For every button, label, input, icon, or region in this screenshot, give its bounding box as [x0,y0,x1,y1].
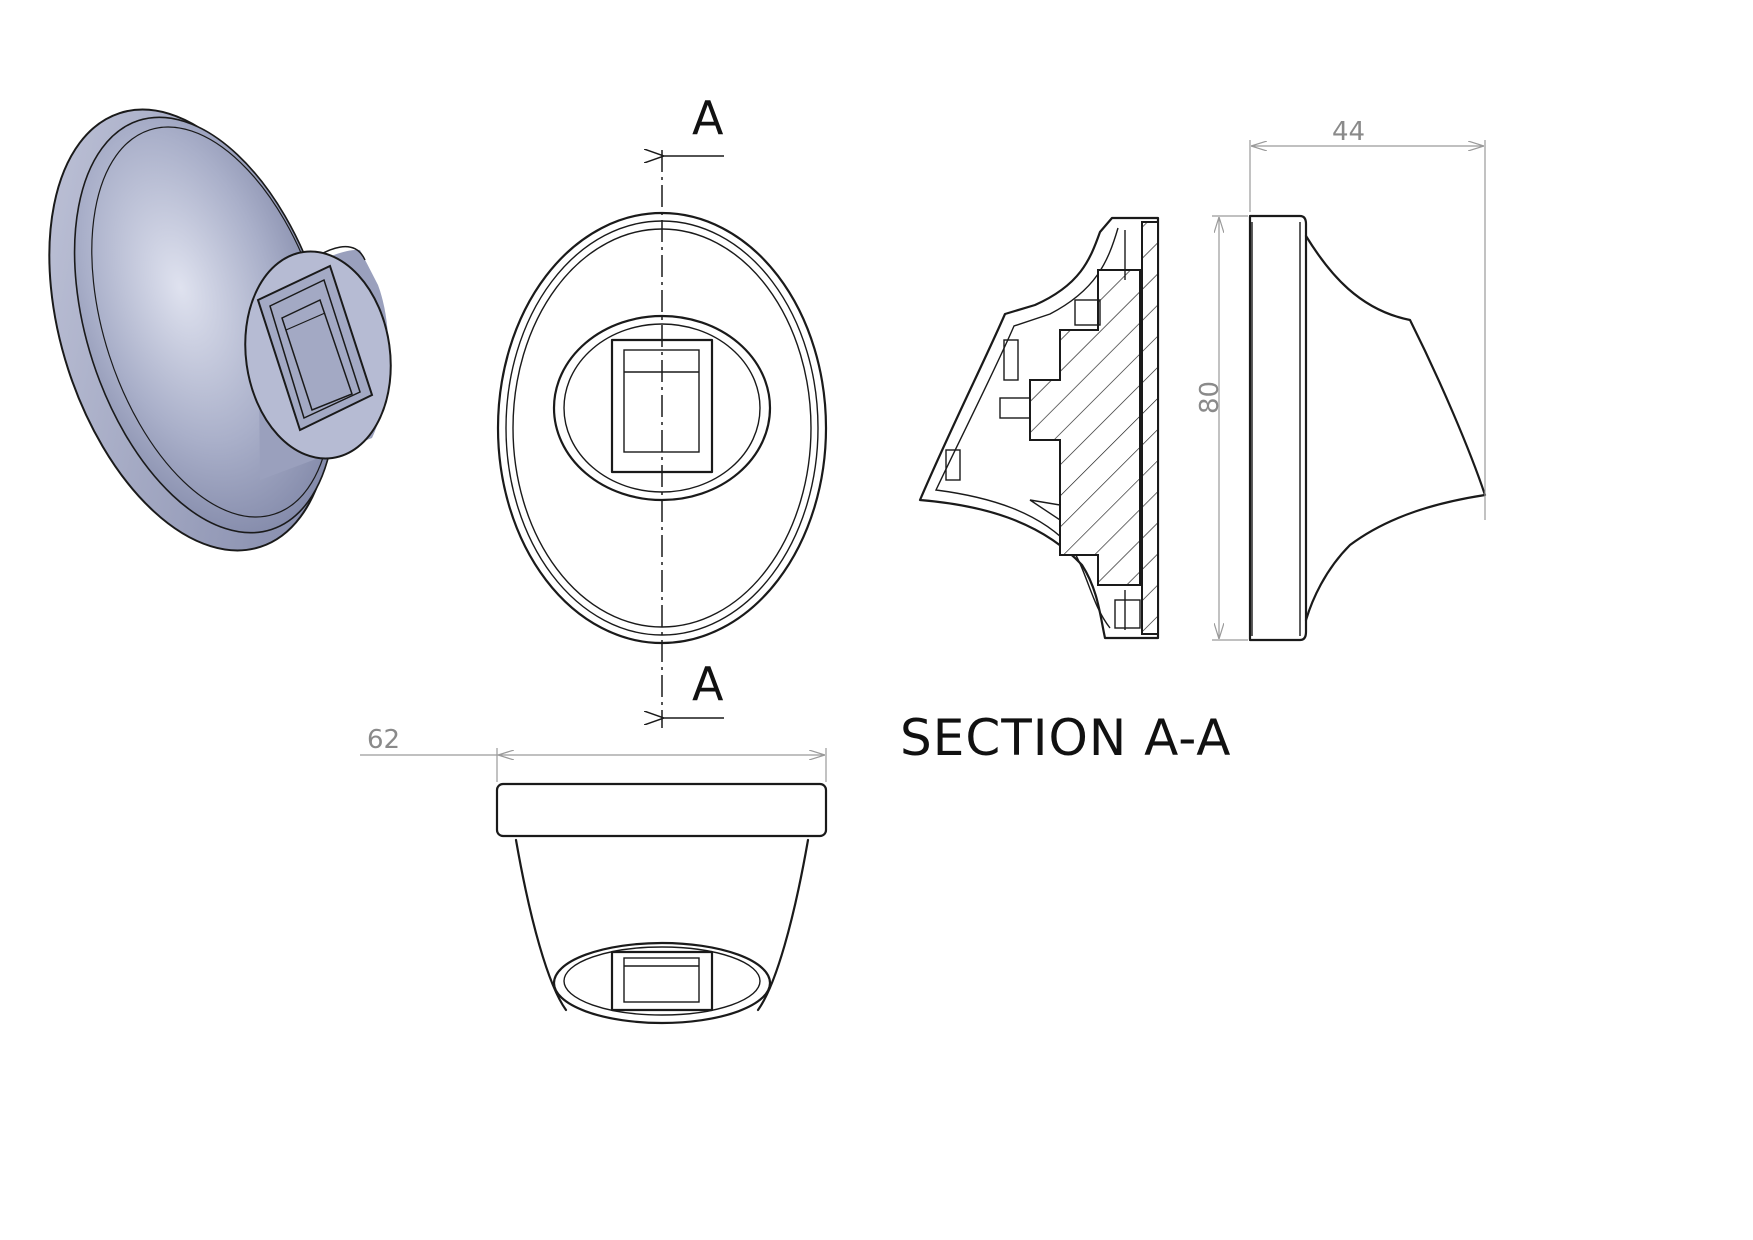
isometric-view [48,108,392,552]
depth-dimension-value: 44 [1332,117,1365,147]
depth-dimension: 44 [1249,117,1486,520]
side-view [1248,214,1487,642]
front-view: A A [496,91,828,728]
section-label: SECTION A-A [900,709,1231,767]
height-dimension-value: 80 [1195,381,1225,414]
width-dimension: 62 [360,725,827,782]
cut-marker-top: A [692,91,724,145]
sensor-window-icon [256,264,374,432]
sensor-window-icon [610,950,714,1012]
cut-marker-bottom: A [692,657,724,711]
bottom-view [495,782,828,1025]
width-dimension-value: 62 [367,725,400,755]
height-dimension: 80 [1195,215,1248,641]
section-view: SECTION A-A [900,216,1231,767]
